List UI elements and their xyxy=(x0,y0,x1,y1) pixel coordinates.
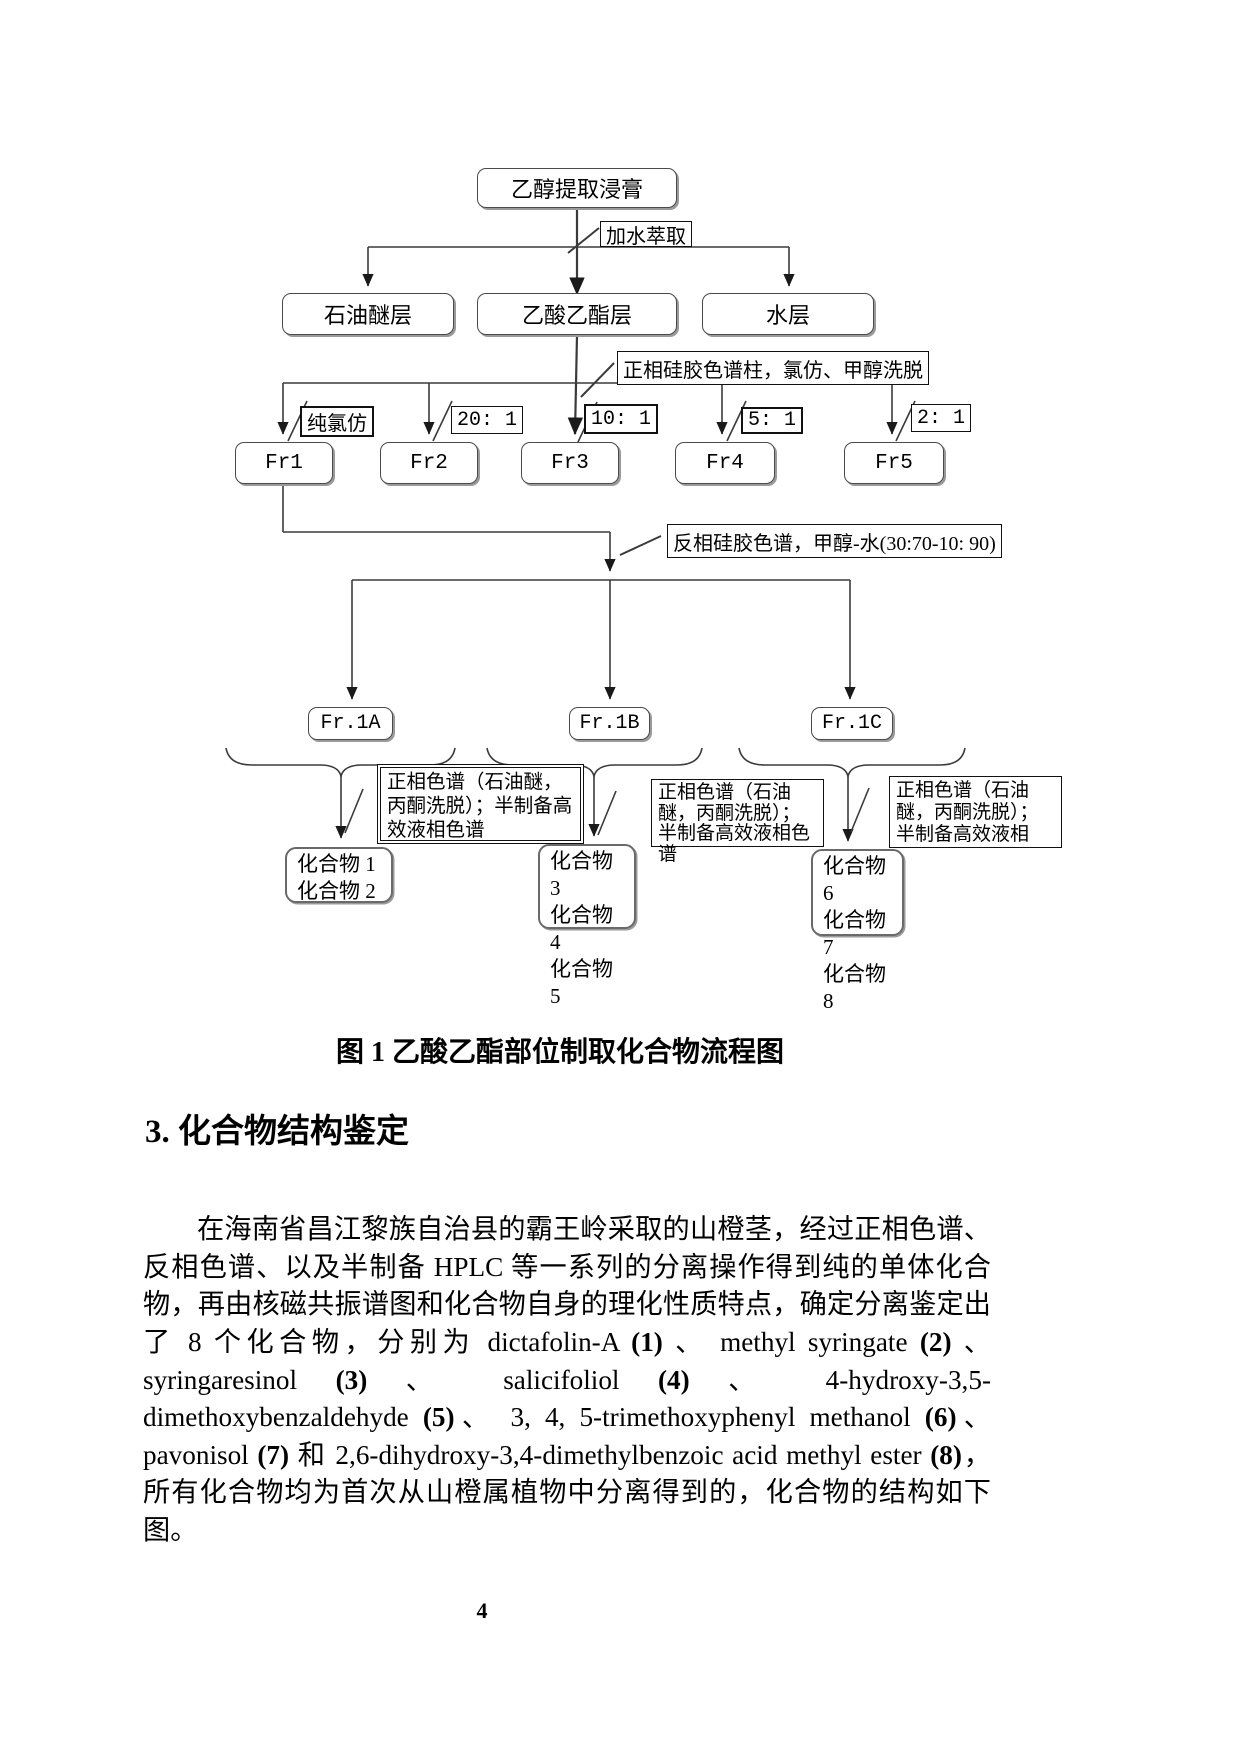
node-compounds-6-7-8: 化合物 6 化合物 7 化合物 8 xyxy=(811,849,904,1013)
label-water-extraction: 加水萃取 xyxy=(600,221,692,248)
body-paragraph: 在海南省昌江黎族自治县的霸王岭采取的山橙茎，经过正相色谱、反相色谱、以及半制备 … xyxy=(143,1214,991,1545)
compound-label: 化合物 2 xyxy=(297,879,376,903)
node-water-layer: 水层 xyxy=(702,293,874,335)
node-fraction-fr4: Fr4 xyxy=(675,442,775,484)
node-fraction-fr5: Fr5 xyxy=(844,442,944,484)
label-reverse-phase-column: 反相硅胶色谱，甲醇-水(30:70-10: 90) xyxy=(667,524,1002,558)
node-ethanol-extract: 乙醇提取浸膏 xyxy=(477,168,677,208)
compound-label: 化合物 8 xyxy=(823,962,886,1013)
compound-label: 化合物 3 xyxy=(550,849,613,900)
label-normal-phase-column: 正相硅胶色谱柱，氯仿、甲醇洗脱 xyxy=(617,351,929,385)
figure-caption: 图 1 乙酸乙酯部位制取化合物流程图 xyxy=(335,1037,784,1068)
label-method-fr1a: 正相色谱（石油醚，丙酮洗脱）；半制备高效液相色谱 xyxy=(377,764,584,844)
label-eluent-10-1: 10: 1 xyxy=(584,404,659,434)
section-heading: 3. 化合物结构鉴定 xyxy=(145,1114,409,1150)
node-fraction-fr3: Fr3 xyxy=(521,442,619,484)
label-method-fr1b: 正相色谱（石油醚，丙酮洗脱）；半制备高效液相色谱 xyxy=(651,779,824,864)
label-eluent-2-1: 2: 1 xyxy=(911,404,972,432)
node-compounds-1-2: 化合物 1 化合物 2 xyxy=(285,847,393,903)
compound-label: 化合物 1 xyxy=(297,852,376,876)
node-petroleum-ether-layer: 石油醚层 xyxy=(282,293,454,335)
label-eluent-5-1: 5: 1 xyxy=(741,407,804,434)
page-number: 4 xyxy=(476,1598,488,1623)
compound-label: 化合物 6 xyxy=(823,854,886,905)
node-ethyl-acetate-layer: 乙酸乙酯层 xyxy=(477,293,677,335)
compound-label: 化合物 7 xyxy=(823,908,886,959)
node-subfraction-fr1b: Fr.1B xyxy=(569,707,650,740)
label-eluent-chloroform: 纯氯仿 xyxy=(300,406,374,437)
node-fraction-fr1: Fr1 xyxy=(235,442,333,484)
node-fraction-fr2: Fr2 xyxy=(380,442,478,484)
compound-label: 化合物 5 xyxy=(550,957,613,1008)
node-subfraction-fr1c: Fr.1C xyxy=(811,707,893,740)
label-method-fr1c: 正相色谱（石油醚，丙酮洗脱）；半制备高效液相 xyxy=(889,776,1062,848)
compound-label: 化合物 4 xyxy=(550,903,613,954)
label-eluent-20-1: 20: 1 xyxy=(451,406,524,434)
node-subfraction-fr1a: Fr.1A xyxy=(308,707,393,740)
node-compounds-3-4-5: 化合物 3 化合物 4 化合物 5 xyxy=(538,844,636,1008)
